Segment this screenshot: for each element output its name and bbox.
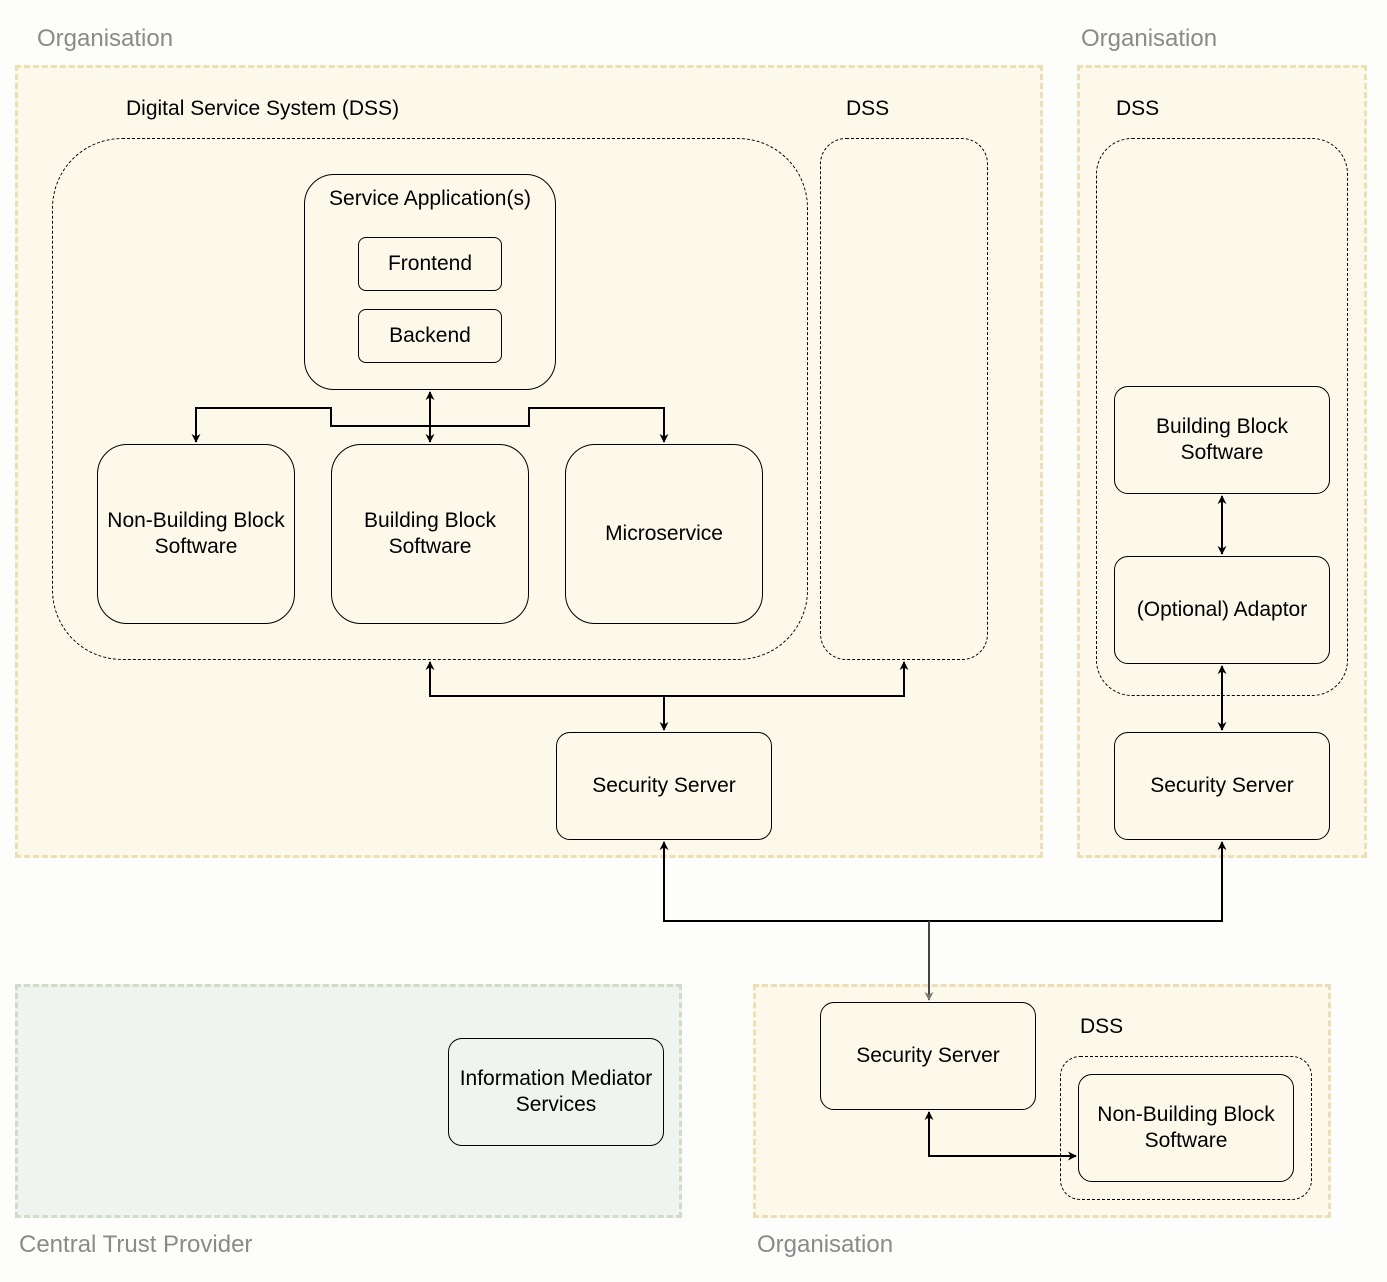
- non-building-block-software-box: Non-Building Block Software: [97, 444, 295, 624]
- building-block-software-box: Building Block Software: [331, 444, 529, 624]
- information-mediator-services-box: Information Mediator Services: [448, 1038, 664, 1146]
- dss-main-label: Digital Service System (DSS): [126, 97, 400, 120]
- dss-secondary-label: DSS: [846, 97, 890, 120]
- security-server-right-box: Security Server: [1114, 732, 1330, 840]
- non-building-block-software-label: Non-Building Block Software: [107, 509, 285, 558]
- backend-label: Backend: [389, 324, 471, 347]
- optional-adaptor-label: (Optional) Adaptor: [1136, 598, 1308, 621]
- microservice-box: Microservice: [565, 444, 763, 624]
- building-block-software-right-box: Building Block Software: [1114, 386, 1330, 494]
- microservice-label: Microservice: [605, 522, 723, 545]
- security-server-main-box: Security Server: [556, 732, 772, 840]
- security-server-bottom-label: Security Server: [856, 1044, 1000, 1067]
- dss-right-label: DSS: [1116, 97, 1160, 120]
- non-building-block-software-bottom-label: Non-Building Block Software: [1097, 1103, 1275, 1152]
- non-building-block-software-bottom-box: Non-Building Block Software: [1078, 1074, 1294, 1182]
- frontend-box: Frontend: [358, 237, 502, 291]
- building-block-software-right-label: Building Block Software: [1156, 415, 1288, 464]
- organisation-label-right: Organisation: [1081, 25, 1218, 52]
- dss-secondary-boundary: [820, 138, 988, 660]
- security-server-bottom-box: Security Server: [820, 1002, 1036, 1110]
- organisation-label-main: Organisation: [37, 25, 174, 52]
- dss-bottom-label: DSS: [1080, 1015, 1124, 1038]
- organisation-label-bottom: Organisation: [757, 1231, 894, 1258]
- optional-adaptor-box: (Optional) Adaptor: [1114, 556, 1330, 664]
- security-server-main-label: Security Server: [592, 774, 736, 797]
- backend-box: Backend: [358, 309, 502, 363]
- frontend-label: Frontend: [387, 252, 473, 275]
- dss-main-boundary: [52, 138, 808, 660]
- information-mediator-services-label: Information Mediator Services: [459, 1067, 653, 1116]
- security-server-right-label: Security Server: [1150, 774, 1294, 797]
- service-application-title: Service Application(s): [329, 187, 531, 210]
- building-block-software-label: Building Block Software: [364, 509, 496, 558]
- central-trust-provider-label: Central Trust Provider: [19, 1231, 253, 1258]
